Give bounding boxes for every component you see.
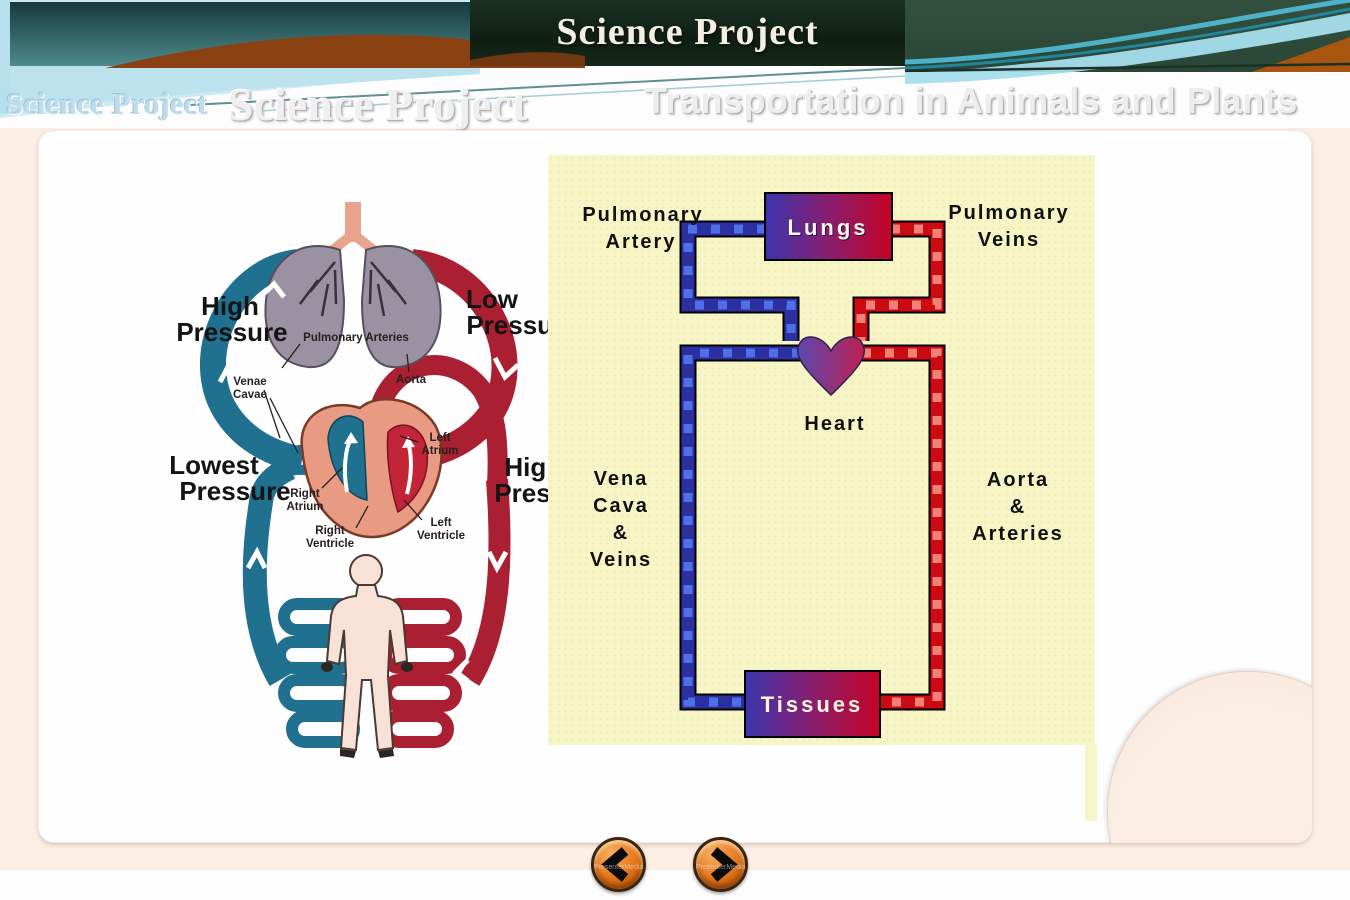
pulmonary-veins-label-1: Pulmonary xyxy=(948,202,1069,224)
vena-cava-label-4: Veins xyxy=(590,549,652,571)
label-lowest: Lowest xyxy=(169,450,259,480)
label-left-atrium-1: Left xyxy=(429,432,450,444)
heart-label: Heart xyxy=(804,413,865,435)
slide-card: High Pressure Low Pressure Lowest Pressu… xyxy=(38,130,1312,843)
aorta-arteries-label-1: Aorta xyxy=(987,469,1049,491)
background-bottom-strip xyxy=(0,870,1350,900)
label-cavae: Cavae xyxy=(233,389,267,401)
watermark-slide-title: Transportation in Animals and Plants xyxy=(645,80,1298,121)
label-left-ventricle-2: Ventricle xyxy=(417,530,465,542)
label-high: High xyxy=(201,291,259,321)
circulatory-anatomy-diagram: High Pressure Low Pressure Lowest Pressu… xyxy=(169,202,606,758)
label-left-atrium-2: Atrium xyxy=(421,445,458,457)
pulmonary-artery-label-1: Pulmonary xyxy=(582,204,703,226)
pulmonary-veins-label-2: Veins xyxy=(978,229,1040,251)
label-high-pressure: Pressure xyxy=(176,317,287,347)
watermark-science-project-small: Science Project xyxy=(6,86,208,121)
tissues-label: Tissues xyxy=(761,692,864,717)
heart-shape xyxy=(797,336,865,397)
previous-slide-button[interactable]: PresenterMedia xyxy=(591,837,646,892)
label-low: Low xyxy=(466,284,519,314)
banner-decoration xyxy=(0,0,1350,118)
label-right-ventricle-1: Right xyxy=(315,525,345,537)
vena-cava-label-3: & xyxy=(613,522,629,544)
right-arrow-icon xyxy=(710,847,738,882)
label-right-atrium-1: Right xyxy=(290,488,320,500)
label-left-ventricle-1: Left xyxy=(430,517,451,529)
lungs-box xyxy=(764,192,893,261)
next-slide-button[interactable]: PresenterMedia xyxy=(693,837,748,892)
label-venae: Venae xyxy=(233,376,266,388)
label-right-ventricle-2: Ventricle xyxy=(306,538,354,550)
label-aorta: Aorta xyxy=(396,374,427,386)
label-pulmonary-arteries: Pulmonary Arteries xyxy=(303,332,409,344)
tissues-box xyxy=(744,670,881,738)
yellow-edge-strip xyxy=(1085,745,1097,821)
vena-cava-label-1: Vena xyxy=(594,468,649,490)
lungs-label: Lungs xyxy=(788,215,869,240)
left-arrow-icon xyxy=(601,847,629,882)
pulmonary-artery-label-2: Artery xyxy=(606,231,677,253)
vena-cava-label-2: Cava xyxy=(593,495,649,517)
watermark-science-project-large: Science Project xyxy=(228,79,528,130)
label-lowest-pressure: Pressure xyxy=(179,476,290,506)
circulation-schematic: Lungs Tissues Pulmonary Artery Pulmonary… xyxy=(582,192,1069,738)
aorta-arteries-label-2: & xyxy=(1010,496,1026,518)
corner-circle-decoration xyxy=(1108,672,1312,843)
circulation-schematic-panel: Lungs Tissues Pulmonary Artery Pulmonary… xyxy=(548,155,1095,745)
banner-title: Science Project xyxy=(556,11,819,53)
label-right-atrium-2: Atrium xyxy=(286,501,323,513)
aorta-arteries-label-3: Arteries xyxy=(972,523,1064,545)
